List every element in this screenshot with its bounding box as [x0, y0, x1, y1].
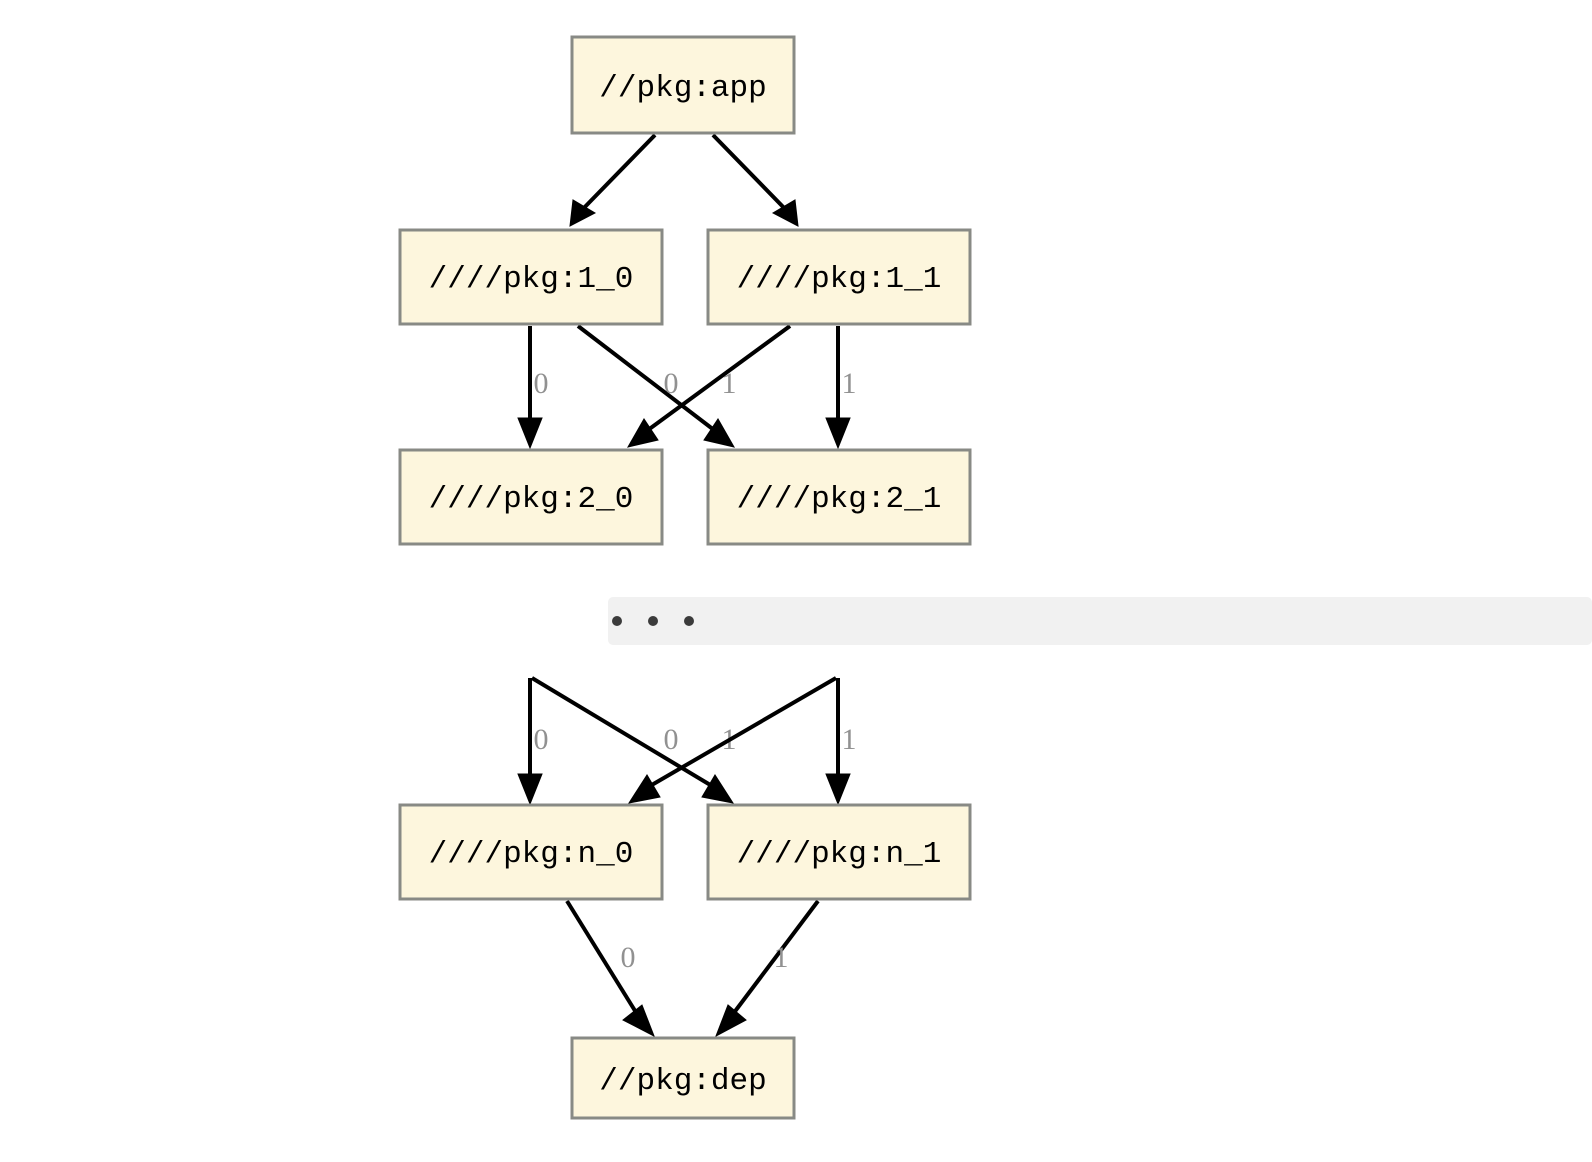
node-layer: //pkg:app ////pkg:1_0 ////pkg:1_1 ////pk…: [398, 35, 972, 1120]
node-pkg-1_1[interactable]: ////pkg:1_1: [706, 228, 972, 326]
arrowhead-icon: [715, 1004, 747, 1038]
edge-1_0-to-2_0: 0: [517, 326, 549, 450]
node-pkg-1_0[interactable]: ////pkg:1_0: [398, 228, 664, 326]
node-box[interactable]: [706, 228, 972, 326]
node-app[interactable]: //pkg:app: [570, 35, 796, 135]
node-pkg-2_1[interactable]: ////pkg:2_1: [706, 448, 972, 546]
node-pkg-n_1[interactable]: ////pkg:n_1: [706, 803, 972, 901]
edge-label: 0: [664, 367, 679, 400]
node-box[interactable]: [398, 448, 664, 546]
edge-upper-to-n_1-straight: 1: [825, 678, 857, 806]
node-pkg-2_0[interactable]: ////pkg:2_0: [398, 448, 664, 546]
node-box[interactable]: [398, 803, 664, 901]
node-dep[interactable]: //pkg:dep: [570, 1036, 796, 1120]
ellipsis-dot-icon: [684, 616, 694, 626]
edge-label: 1: [842, 367, 857, 400]
edge-upper-cross-to-n_0: 0: [627, 676, 838, 804]
arrowhead-icon: [569, 199, 597, 227]
edge-1_0-to-2_1: 1: [576, 324, 737, 448]
edge-label: 0: [534, 723, 549, 756]
edge-app-to-1_1: [711, 133, 799, 227]
edge-n_1-to-dep: 1: [715, 899, 820, 1038]
arrowhead-icon: [517, 773, 543, 806]
edge-layer: 0 1 0 1 0 1: [517, 133, 857, 1038]
node-label: ////pkg:2_0: [429, 482, 634, 517]
node-box[interactable]: [398, 228, 664, 326]
node-pkg-n_0[interactable]: ////pkg:n_0: [398, 803, 664, 901]
node-label: ////pkg:1_0: [429, 262, 634, 297]
arrowhead-icon: [825, 417, 851, 450]
edge-line: [646, 324, 792, 432]
edge-line: [648, 676, 838, 788]
edge-label: 0: [621, 941, 636, 974]
ellipsis-dot-icon: [648, 616, 658, 626]
node-box[interactable]: [706, 448, 972, 546]
node-box[interactable]: [570, 1036, 796, 1120]
node-label: ////pkg:1_1: [737, 262, 942, 297]
arrowhead-icon: [622, 1004, 655, 1038]
edge-label: 0: [534, 367, 549, 400]
arrowhead-icon: [703, 418, 736, 448]
edge-1_1-to-2_1: 1: [825, 326, 857, 450]
edge-label: 1: [842, 723, 857, 756]
edge-line: [576, 133, 657, 216]
edge-n_0-to-dep: 0: [565, 899, 655, 1038]
node-box[interactable]: [706, 803, 972, 901]
edge-app-to-1_0: [569, 133, 657, 227]
arrowhead-icon: [771, 199, 799, 227]
edge-label: 0: [664, 723, 679, 756]
edge-upper-to-n_0: 0: [517, 678, 549, 806]
node-label: ////pkg:2_1: [737, 482, 942, 517]
node-box[interactable]: [570, 35, 796, 135]
edge-line: [530, 676, 714, 788]
edge-line: [731, 899, 820, 1016]
edge-line: [576, 324, 716, 432]
ellipsis-dot-icon: [612, 616, 622, 626]
edge-line: [565, 899, 639, 1016]
arrowhead-icon: [626, 418, 659, 448]
edge-1_1-to-2_0: 0: [626, 324, 792, 448]
node-label: //pkg:app: [599, 71, 766, 106]
arrowhead-icon: [701, 774, 735, 804]
node-label: ////pkg:n_0: [429, 837, 634, 872]
arrowhead-icon: [517, 417, 543, 450]
ellipsis-separator: [608, 597, 1592, 645]
arrowhead-icon: [825, 773, 851, 806]
arrowhead-icon: [627, 774, 661, 804]
node-label: ////pkg:n_1: [737, 837, 942, 872]
edge-upper-to-n_1: 1: [530, 676, 737, 804]
edge-line: [711, 133, 792, 216]
ellipsis-band: [608, 597, 1592, 645]
edge-label: 1: [774, 941, 789, 974]
node-label: //pkg:dep: [599, 1064, 766, 1099]
